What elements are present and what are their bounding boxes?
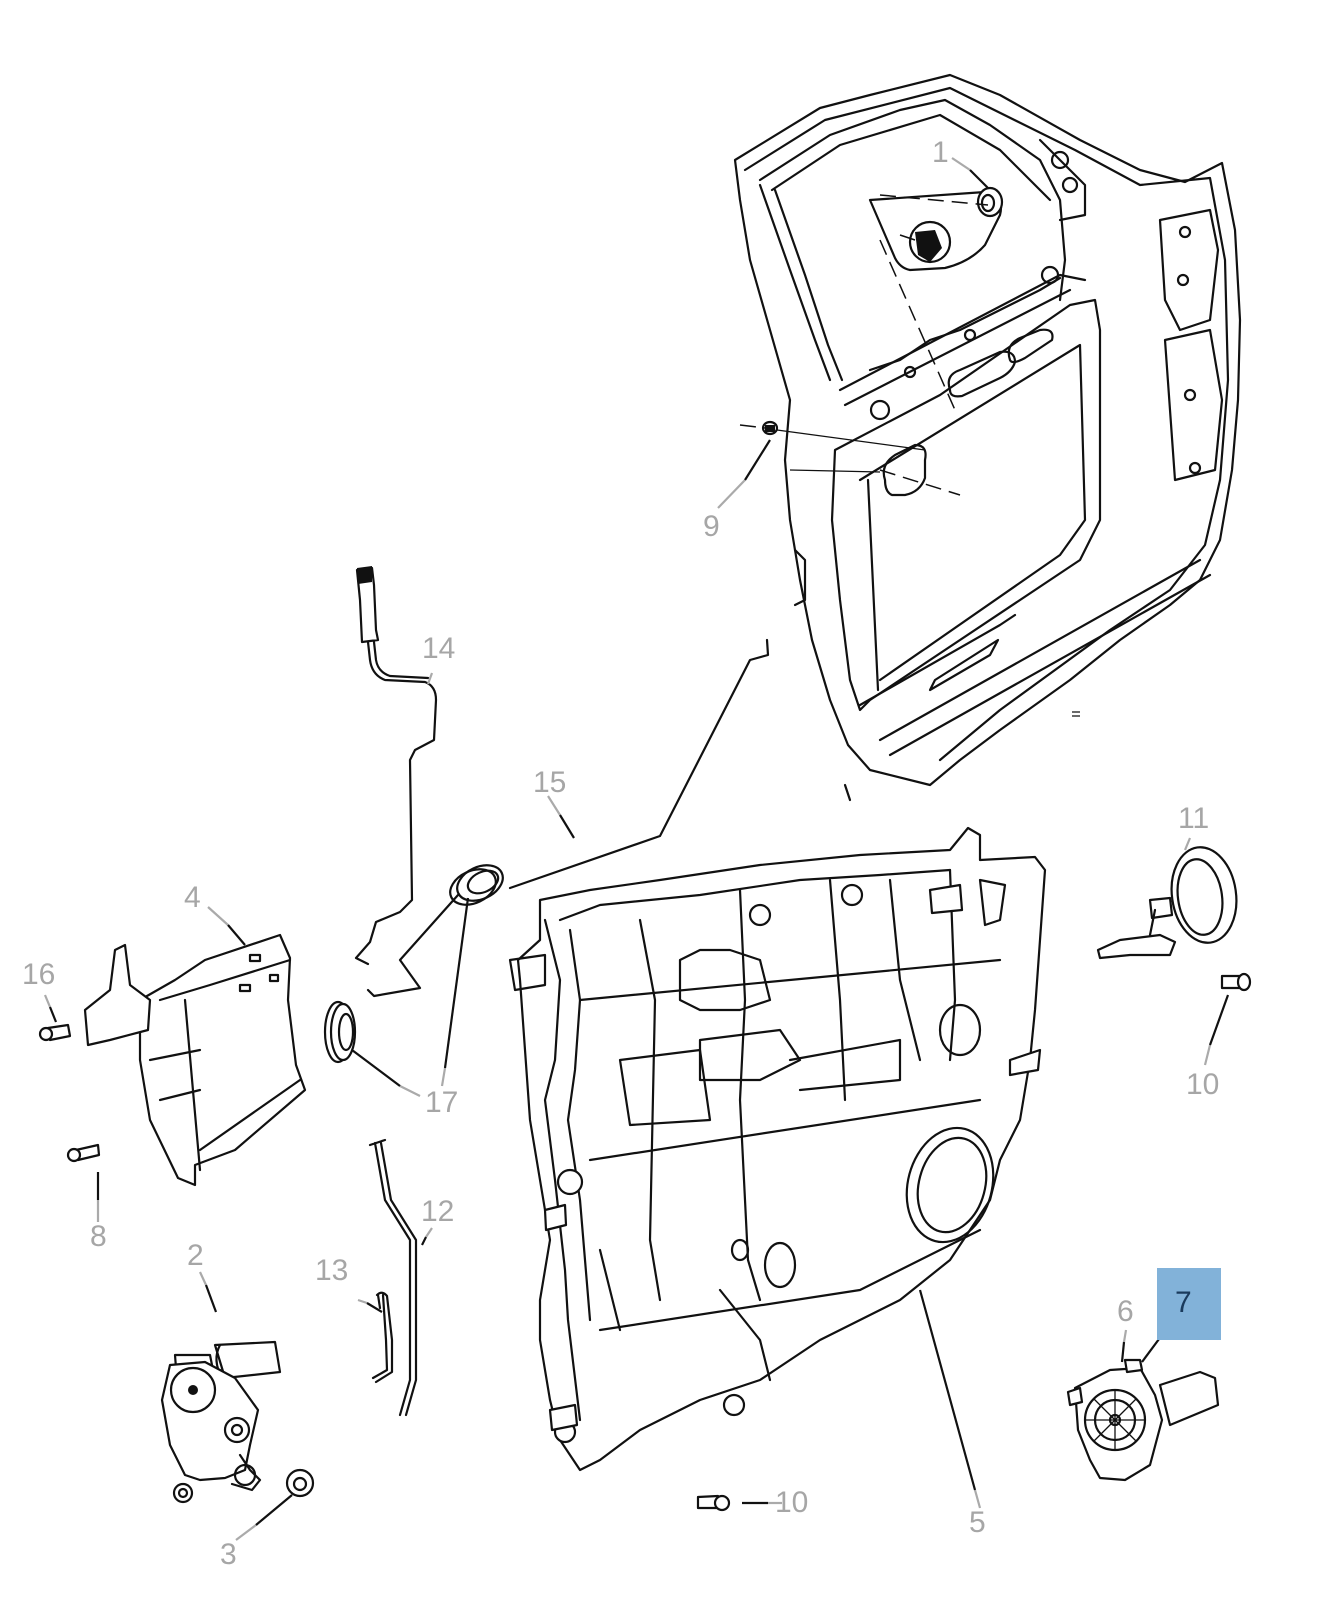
screw-part-10-bottom [696, 1494, 731, 1512]
callout-9[interactable]: 9 [703, 510, 720, 543]
callout-7[interactable]: 7 [1175, 1286, 1192, 1319]
callout-15[interactable]: 15 [533, 766, 567, 799]
bolt-part-16 [38, 1023, 72, 1042]
callout-2[interactable]: 2 [187, 1239, 204, 1272]
grommet-part-17-upper [449, 864, 504, 906]
latch-bracket-part-4 [83, 933, 307, 1187]
door-shell [733, 73, 1242, 802]
callout-13[interactable]: 13 [315, 1254, 349, 1287]
door-module-carrier-part-5 [508, 826, 1047, 1472]
lock-rod-part-13 [371, 1291, 394, 1384]
callout-17[interactable]: 17 [425, 1086, 459, 1119]
speaker-bracket-part-11 [1096, 846, 1238, 960]
callout-16[interactable]: 16 [22, 958, 56, 991]
selected-part-highlight[interactable]: 7 [1157, 1268, 1221, 1340]
leader-lines [43, 157, 1230, 1541]
bolt-part-8 [66, 1143, 101, 1163]
callout-4[interactable]: 4 [184, 881, 201, 914]
callout-10-bottom[interactable]: 10 [775, 1486, 809, 1519]
window-motor-part-7 [1066, 1358, 1220, 1482]
handle-rod-part-15 [366, 638, 770, 998]
callout-5[interactable]: 5 [969, 1506, 986, 1539]
callout-14[interactable]: 14 [422, 632, 456, 665]
callout-12[interactable]: 12 [421, 1195, 455, 1228]
clip-nut-part-9 [761, 420, 779, 436]
tweeter-part-1 [908, 186, 1004, 264]
lock-knob-rod-part-14 [354, 566, 438, 966]
callout-10-right[interactable]: 10 [1186, 1068, 1220, 1101]
callout-1[interactable]: 1 [932, 136, 949, 169]
latch-rod-part-12 [368, 1138, 418, 1417]
grommet-part-17-lower [323, 1000, 357, 1064]
door-latch-part-2 [160, 1340, 282, 1504]
screw-part-10-right [1220, 972, 1252, 992]
callout-3[interactable]: 3 [220, 1538, 237, 1571]
callout-11[interactable]: 11 [1178, 802, 1210, 835]
callout-8[interactable]: 8 [90, 1220, 107, 1253]
callout-6[interactable]: 6 [1117, 1295, 1134, 1328]
nut-part-3 [285, 1468, 315, 1498]
